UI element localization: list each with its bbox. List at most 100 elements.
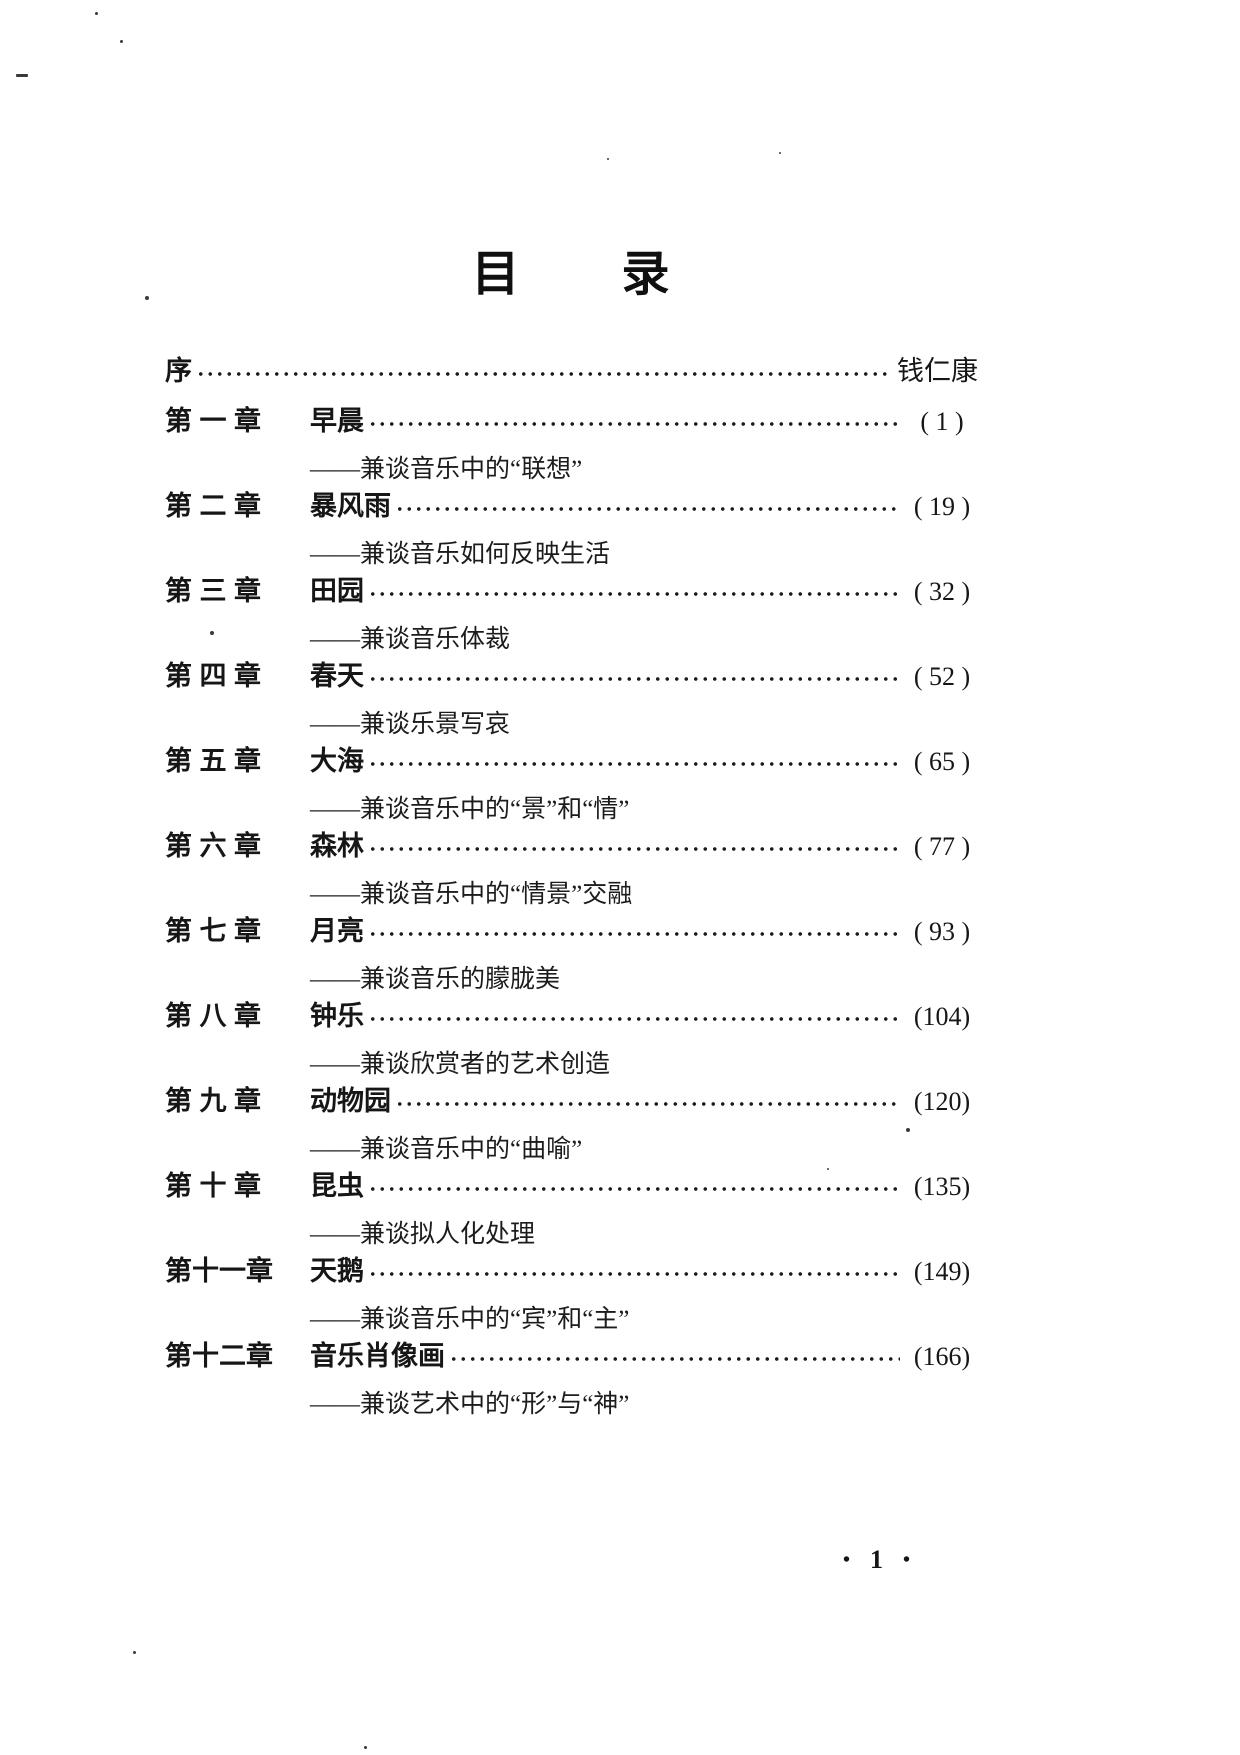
chapter-number: 第十一章 (165, 1256, 273, 1286)
chapter-entry: 第十二章 音乐肖像画 (166) ——兼谈艺术中的“形”与“神” (165, 1338, 978, 1423)
chapter-row: 第 二 章 暴风雨 ( 19 ) (165, 488, 978, 524)
chapter-page-number: ( 1 ) (920, 407, 964, 436)
dot-leader (368, 753, 900, 775)
chapter-title: 天鹅 (310, 1256, 364, 1286)
chapter-subtitle-row: ——兼谈音乐的朦胧美 (165, 962, 978, 998)
dot-leader (395, 1093, 900, 1115)
chapter-row: 第 八 章 钟乐 (104) (165, 998, 978, 1034)
chapter-subtitle-row: ——兼谈音乐中的“情景”交融 (165, 877, 978, 913)
chapter-subtitle-row: ——兼谈音乐中的“联想” (165, 452, 978, 488)
chapter-entry: 第十一章 天鹅 (149) ——兼谈音乐中的“宾”和“主” (165, 1253, 978, 1338)
chapter-page-number: ( 32 ) (913, 577, 971, 606)
chapter-subtitle-text: ——兼谈音乐中的“情景”交融 (310, 881, 633, 908)
chapter-number: 第 四 章 (165, 661, 262, 691)
preface-author: 钱仁康 (897, 356, 978, 386)
chapter-row: 第 十 章 昆虫 (135) (165, 1168, 978, 1204)
scan-speck (906, 1128, 910, 1132)
chapter-title: 早晨 (310, 406, 364, 436)
chapter-entry: 第 六 章 森林 ( 77 ) ——兼谈音乐中的“情景”交融 (165, 828, 978, 913)
chapter-number: 第 六 章 (165, 831, 262, 861)
chapter-entry: 第 三 章 田园 ( 32 ) ——兼谈音乐体裁 (165, 573, 978, 658)
chapter-page-number: ( 19 ) (913, 492, 971, 521)
chapter-page-number: (166) (913, 1342, 971, 1371)
chapter-number: 第 三 章 (165, 576, 262, 606)
footer-dot-right: • (903, 1549, 911, 1571)
chapter-row: 第 四 章 春天 ( 52 ) (165, 658, 978, 694)
chapter-entry: 第 十 章 昆虫 (135) ——兼谈拟人化处理 (165, 1168, 978, 1253)
scan-speck (95, 12, 98, 15)
chapter-subtitle-text: ——兼谈欣赏者的艺术创造 (310, 1051, 611, 1078)
chapter-row: 第 一 章 早晨 ( 1 ) (165, 403, 978, 439)
chapter-title: 春天 (310, 661, 364, 691)
chapter-title: 昆虫 (310, 1171, 364, 1201)
scan-speck (607, 158, 609, 160)
chapter-subtitle-row: ——兼谈拟人化处理 (165, 1217, 978, 1253)
chapter-page-number: (149) (913, 1257, 971, 1286)
chapter-subtitle-text: ——兼谈音乐中的“景”和“情” (310, 796, 630, 823)
chapter-page-number: (135) (913, 1172, 971, 1201)
chapter-subtitle-text: ——兼谈音乐中的“联想” (310, 456, 583, 483)
chapter-subtitle-row: ——兼谈欣赏者的艺术创造 (165, 1047, 978, 1083)
dot-leader (368, 1263, 900, 1285)
scan-speck (827, 1168, 829, 1170)
toc-list: 序 钱仁康 第 一 章 早晨 ( 1 ) ——兼谈音乐中的“联想” 第 二 章 (165, 353, 978, 1423)
chapter-number: 第十二章 (165, 1341, 273, 1371)
chapter-number: 第 一 章 (165, 406, 262, 436)
chapter-title: 月亮 (310, 916, 364, 946)
chapter-title: 音乐肖像画 (310, 1341, 445, 1371)
chapter-subtitle-row: ——兼谈乐景写哀 (165, 707, 978, 743)
chapter-page-number: ( 77 ) (913, 832, 971, 861)
dot-leader (368, 838, 900, 860)
page-number-footer: • 1 • (843, 1545, 910, 1575)
chapter-entry: 第 九 章 动物园 (120) ——兼谈音乐中的“曲喻” (165, 1083, 978, 1168)
chapter-row: 第十一章 天鹅 (149) (165, 1253, 978, 1289)
chapter-entry: 第 一 章 早晨 ( 1 ) ——兼谈音乐中的“联想” (165, 403, 978, 488)
dot-leader (368, 1008, 900, 1030)
chapter-row: 第 六 章 森林 ( 77 ) (165, 828, 978, 864)
chapter-subtitle-row: ——兼谈音乐体裁 (165, 622, 978, 658)
chapter-subtitle-text: ——兼谈音乐中的“曲喻” (310, 1136, 583, 1163)
footer-page-number: 1 (870, 1545, 884, 1574)
chapter-page-number: ( 65 ) (913, 747, 971, 776)
chapter-entry: 第 八 章 钟乐 (104) ——兼谈欣赏者的艺术创造 (165, 998, 978, 1083)
chapter-number: 第 九 章 (165, 1086, 262, 1116)
chapter-number: 第 二 章 (165, 491, 262, 521)
chapter-subtitle-row: ——兼谈音乐如何反映生活 (165, 537, 978, 573)
chapter-subtitle-text: ——兼谈拟人化处理 (310, 1221, 536, 1248)
chapter-subtitle-text: ——兼谈音乐体裁 (310, 626, 511, 653)
chapter-title: 钟乐 (310, 1001, 364, 1031)
chapter-subtitle-row: ——兼谈艺术中的“形”与“神” (165, 1387, 978, 1423)
scan-speck (364, 1746, 367, 1749)
chapter-subtitle-row: ——兼谈音乐中的“景”和“情” (165, 792, 978, 828)
dot-leader (449, 1348, 900, 1370)
dot-leader (368, 668, 900, 690)
chapter-number: 第 十 章 (165, 1171, 262, 1201)
chapter-title: 暴风雨 (310, 491, 391, 521)
chapter-title: 动物园 (310, 1086, 391, 1116)
dot-leader (368, 1178, 900, 1200)
chapter-row: 第 三 章 田园 ( 32 ) (165, 573, 978, 609)
chapter-entry: 第 二 章 暴风雨 ( 19 ) ——兼谈音乐如何反映生活 (165, 488, 978, 573)
preface-label: 序 (165, 356, 192, 386)
chapter-row: 第 五 章 大海 ( 65 ) (165, 743, 978, 779)
dot-leader (368, 923, 900, 945)
dot-leader (368, 413, 900, 435)
chapter-page-number: ( 93 ) (913, 917, 971, 946)
chapter-entry: 第 四 章 春天 ( 52 ) ——兼谈乐景写哀 (165, 658, 978, 743)
chapter-subtitle-text: ——兼谈艺术中的“形”与“神” (310, 1391, 630, 1418)
chapter-page-number: (104) (913, 1002, 971, 1031)
chapter-subtitle-text: ——兼谈音乐中的“宾”和“主” (310, 1306, 630, 1333)
scan-speck (133, 1651, 136, 1654)
chapter-subtitle-text: ——兼谈音乐的朦胧美 (310, 966, 561, 993)
page-title: 目 录 (471, 248, 672, 301)
chapter-entries: 第 一 章 早晨 ( 1 ) ——兼谈音乐中的“联想” 第 二 章 暴风雨 ( … (165, 403, 978, 1423)
chapter-page-number: (120) (913, 1087, 971, 1116)
chapter-number: 第 五 章 (165, 746, 262, 776)
chapter-title: 大海 (310, 746, 364, 776)
chapter-row: 第 七 章 月亮 ( 93 ) (165, 913, 978, 949)
footer-dot-left: • (843, 1549, 851, 1571)
chapter-entry: 第 七 章 月亮 ( 93 ) ——兼谈音乐的朦胧美 (165, 913, 978, 998)
chapter-subtitle-row: ——兼谈音乐中的“宾”和“主” (165, 1302, 978, 1338)
scan-speck (210, 631, 214, 635)
